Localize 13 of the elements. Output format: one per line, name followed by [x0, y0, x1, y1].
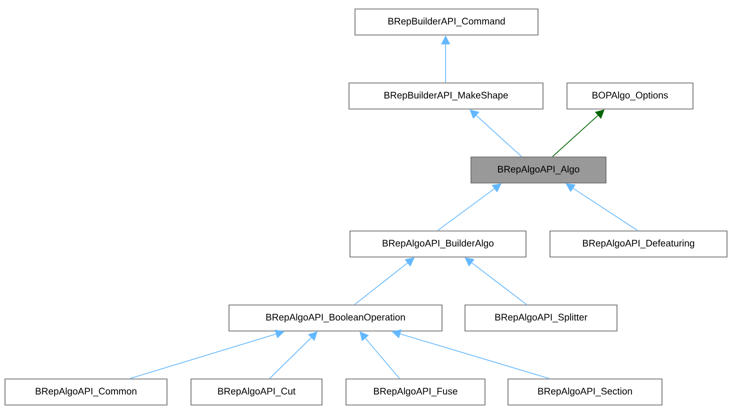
class-box: BRepBuilderAPI_MakeShape	[348, 82, 544, 110]
class-box: BRepBuilderAPI_Command	[354, 8, 538, 36]
class-box: BOPAlgo_Options	[566, 82, 694, 110]
arrow	[566, 183, 638, 231]
class-box: BRepAlgoAPI_Splitter	[464, 304, 618, 332]
class-box: BRepAlgoAPI_Cut	[190, 378, 322, 406]
class-box: BRepAlgoAPI_Common	[4, 378, 168, 406]
class-box: BRepAlgoAPI_BuilderAlgo	[350, 230, 526, 258]
class-box: BRepAlgoAPI_Algo	[470, 156, 606, 184]
class-box: BRepAlgoAPI_BooleanOperation	[228, 304, 442, 332]
class-box: BRepAlgoAPI_Section	[508, 378, 662, 406]
class-box: BRepAlgoAPI_Fuse	[346, 378, 486, 406]
class-box: BRepAlgoAPI_Defeaturing	[550, 230, 728, 258]
